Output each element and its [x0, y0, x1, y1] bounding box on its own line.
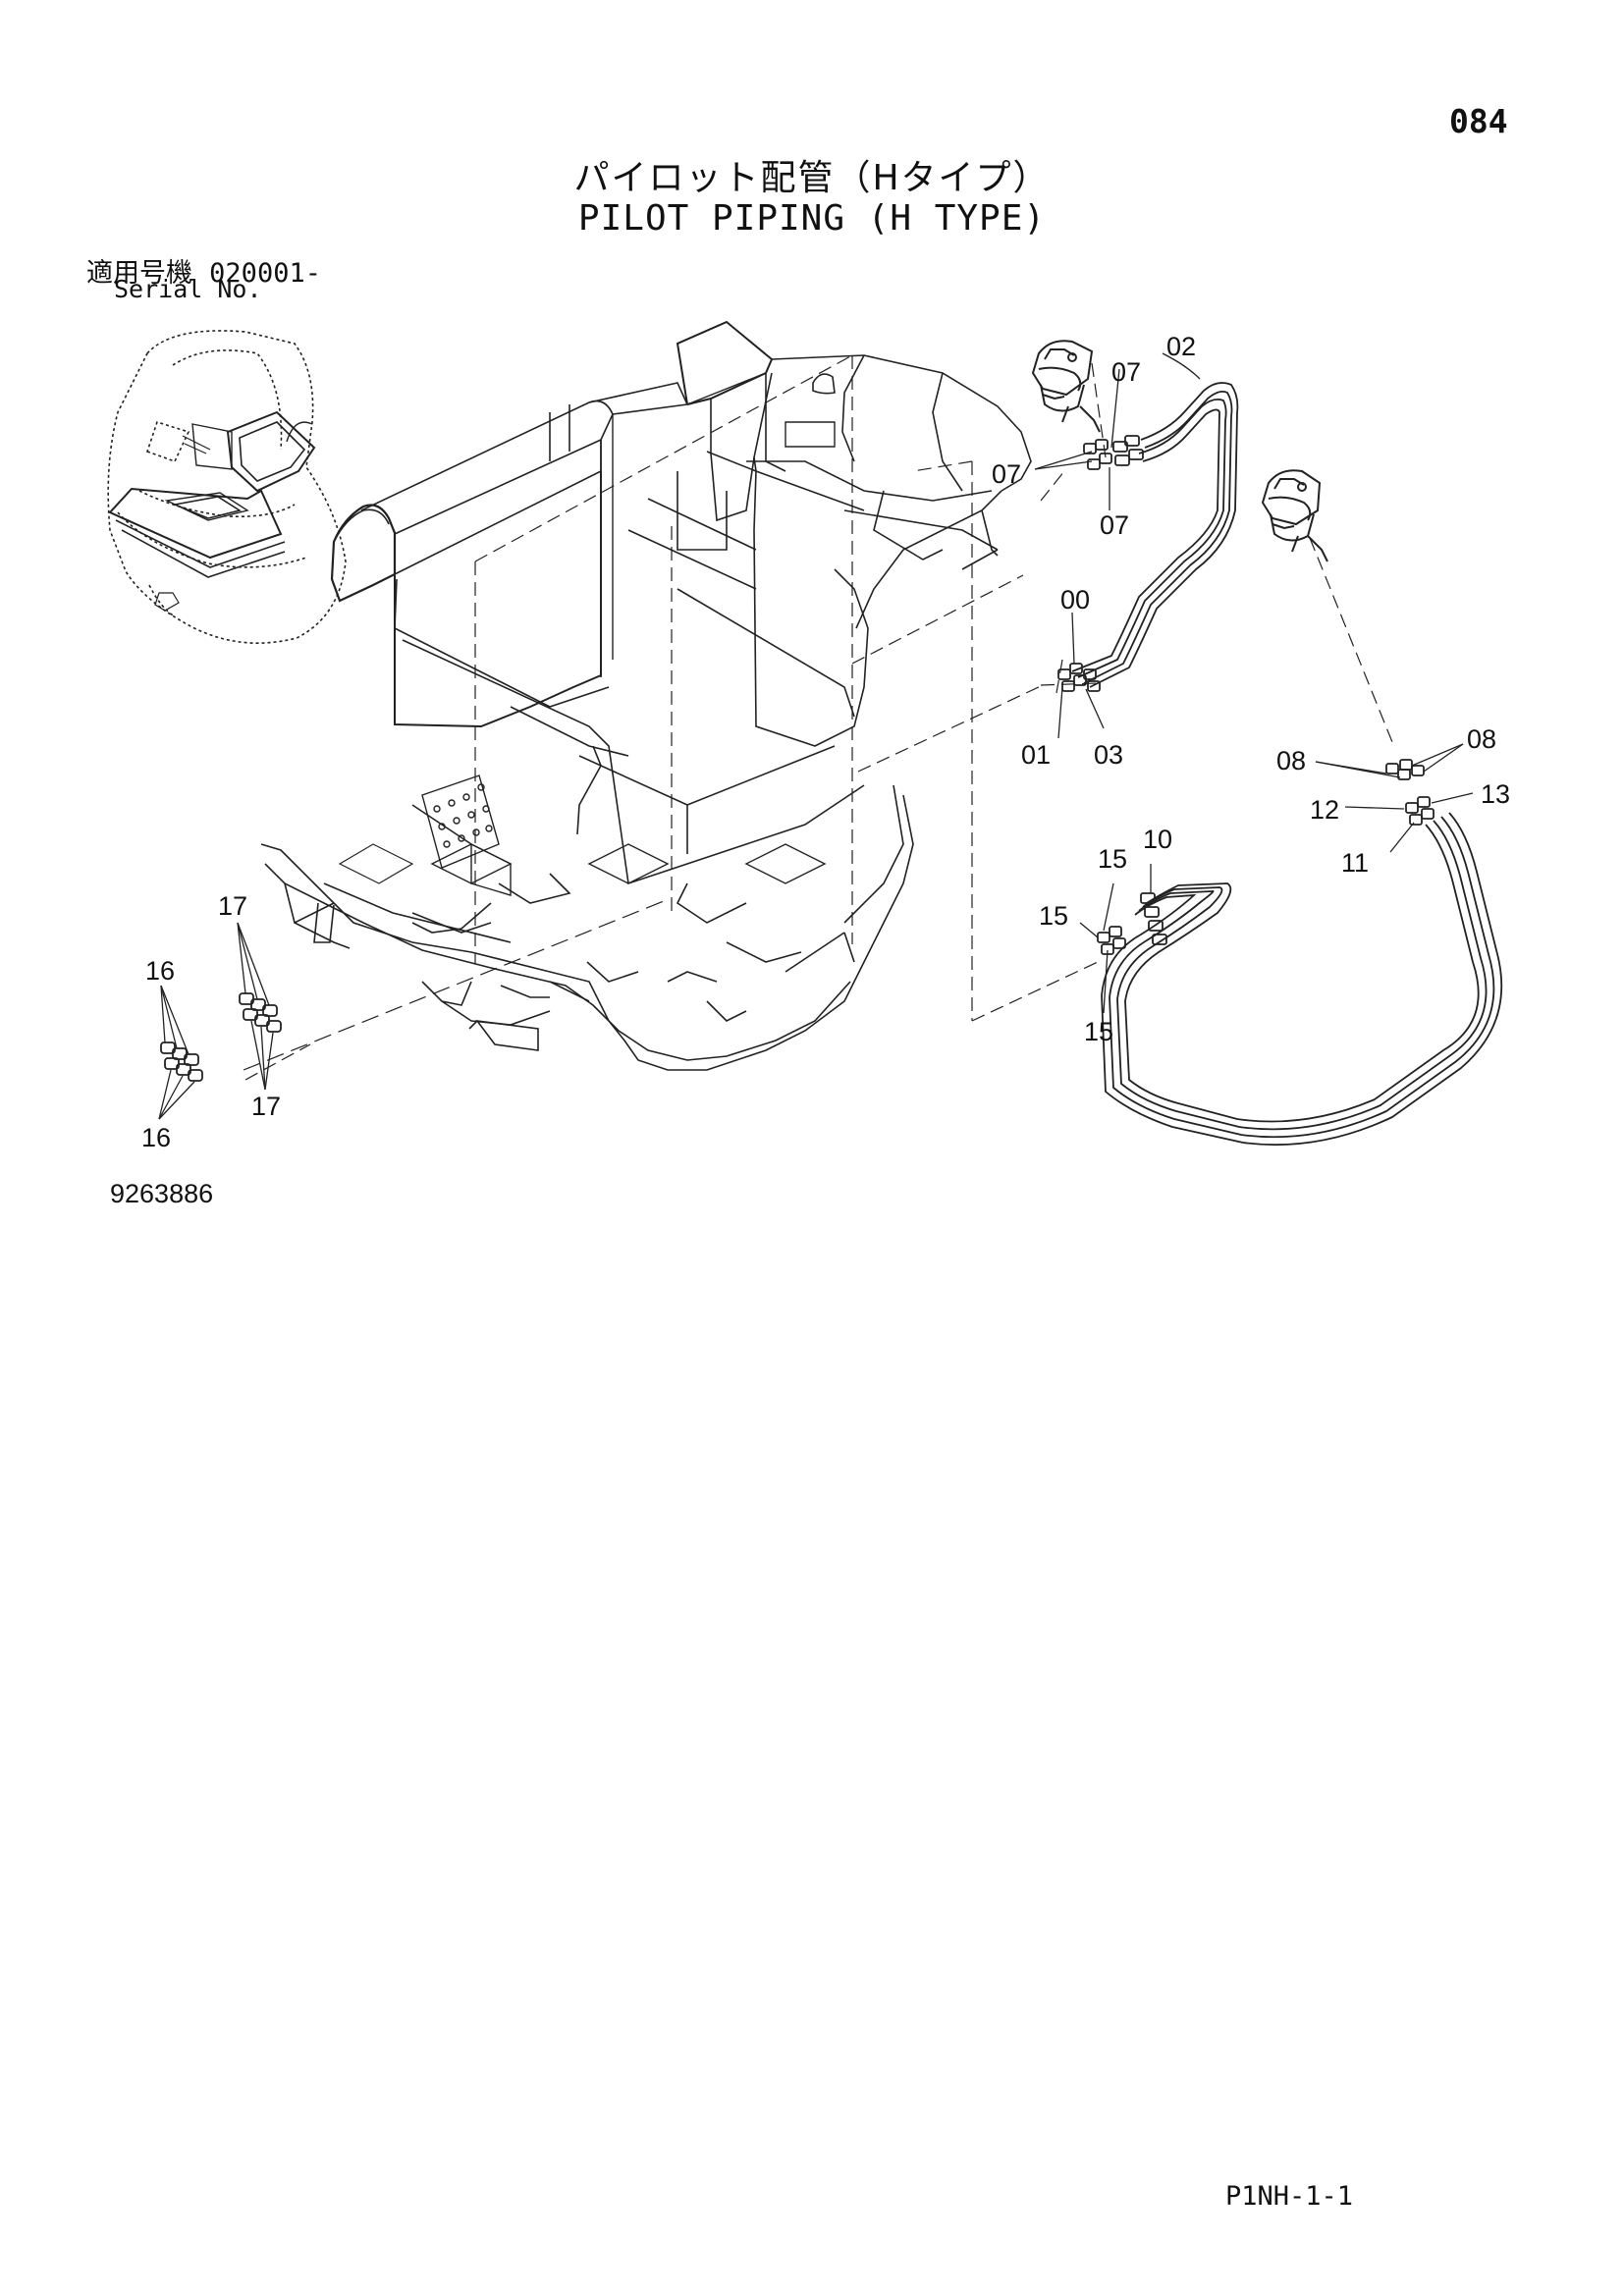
- pilot-valve-left: [1031, 340, 1101, 433]
- serial-label-english: Serial No.: [114, 275, 262, 303]
- perforated-plate: [421, 774, 500, 869]
- guide-lines: [243, 354, 1393, 1081]
- callout-16: 16: [145, 956, 175, 986]
- callout-07: 07: [992, 459, 1021, 489]
- title-japanese: パイロット配管（Hタイプ）: [573, 158, 1051, 198]
- callout-08: 08: [1467, 724, 1496, 754]
- location-inset: [107, 330, 347, 644]
- callout-13: 13: [1481, 779, 1510, 809]
- title-english: PILOT PIPING (H TYPE): [577, 198, 1047, 239]
- fittings-00-01-03: [1057, 663, 1101, 692]
- page-number: 084: [1449, 102, 1508, 140]
- callout-12: 12: [1310, 795, 1339, 825]
- leader-lines: [158, 352, 1474, 1120]
- callout-15: 15: [1039, 901, 1068, 931]
- callout-17: 17: [218, 891, 247, 921]
- callout-02: 02: [1166, 332, 1196, 361]
- callout-10: 10: [1143, 825, 1172, 854]
- serial-applicability: 適用号機 020001-: [86, 251, 321, 290]
- callout-11: 11: [1341, 848, 1369, 878]
- serial-range: 020001-: [209, 258, 321, 289]
- callout-07: 07: [1100, 510, 1129, 540]
- callout-07: 07: [1111, 357, 1141, 387]
- hose-bundle-long: [1101, 812, 1503, 1147]
- callout-00: 00: [1060, 585, 1090, 614]
- callout-15: 15: [1098, 844, 1127, 874]
- callout-16: 16: [141, 1123, 171, 1152]
- fittings-08-11-12-13: [1385, 759, 1435, 826]
- drawing-number: 9263886: [110, 1179, 214, 1208]
- callout-01: 01: [1021, 740, 1051, 770]
- callout-labels: 02 07 07 07 00 01 03 08 08 12 13 11 10 1…: [141, 332, 1510, 1152]
- sheet-code: P1NH-1-1: [1225, 2181, 1354, 2212]
- serial-label-japanese: 適用号機: [86, 258, 192, 289]
- callout-17: 17: [251, 1092, 281, 1121]
- callout-03: 03: [1094, 740, 1123, 770]
- callout-15: 15: [1084, 1017, 1113, 1046]
- fittings-16-17: [160, 992, 282, 1082]
- callout-08: 08: [1276, 746, 1306, 775]
- pilot-valve-right: [1261, 469, 1328, 562]
- fittings-07: [1083, 435, 1144, 470]
- cab-floor-frame: [260, 320, 1032, 1071]
- hose-bundle-02: [1071, 382, 1239, 688]
